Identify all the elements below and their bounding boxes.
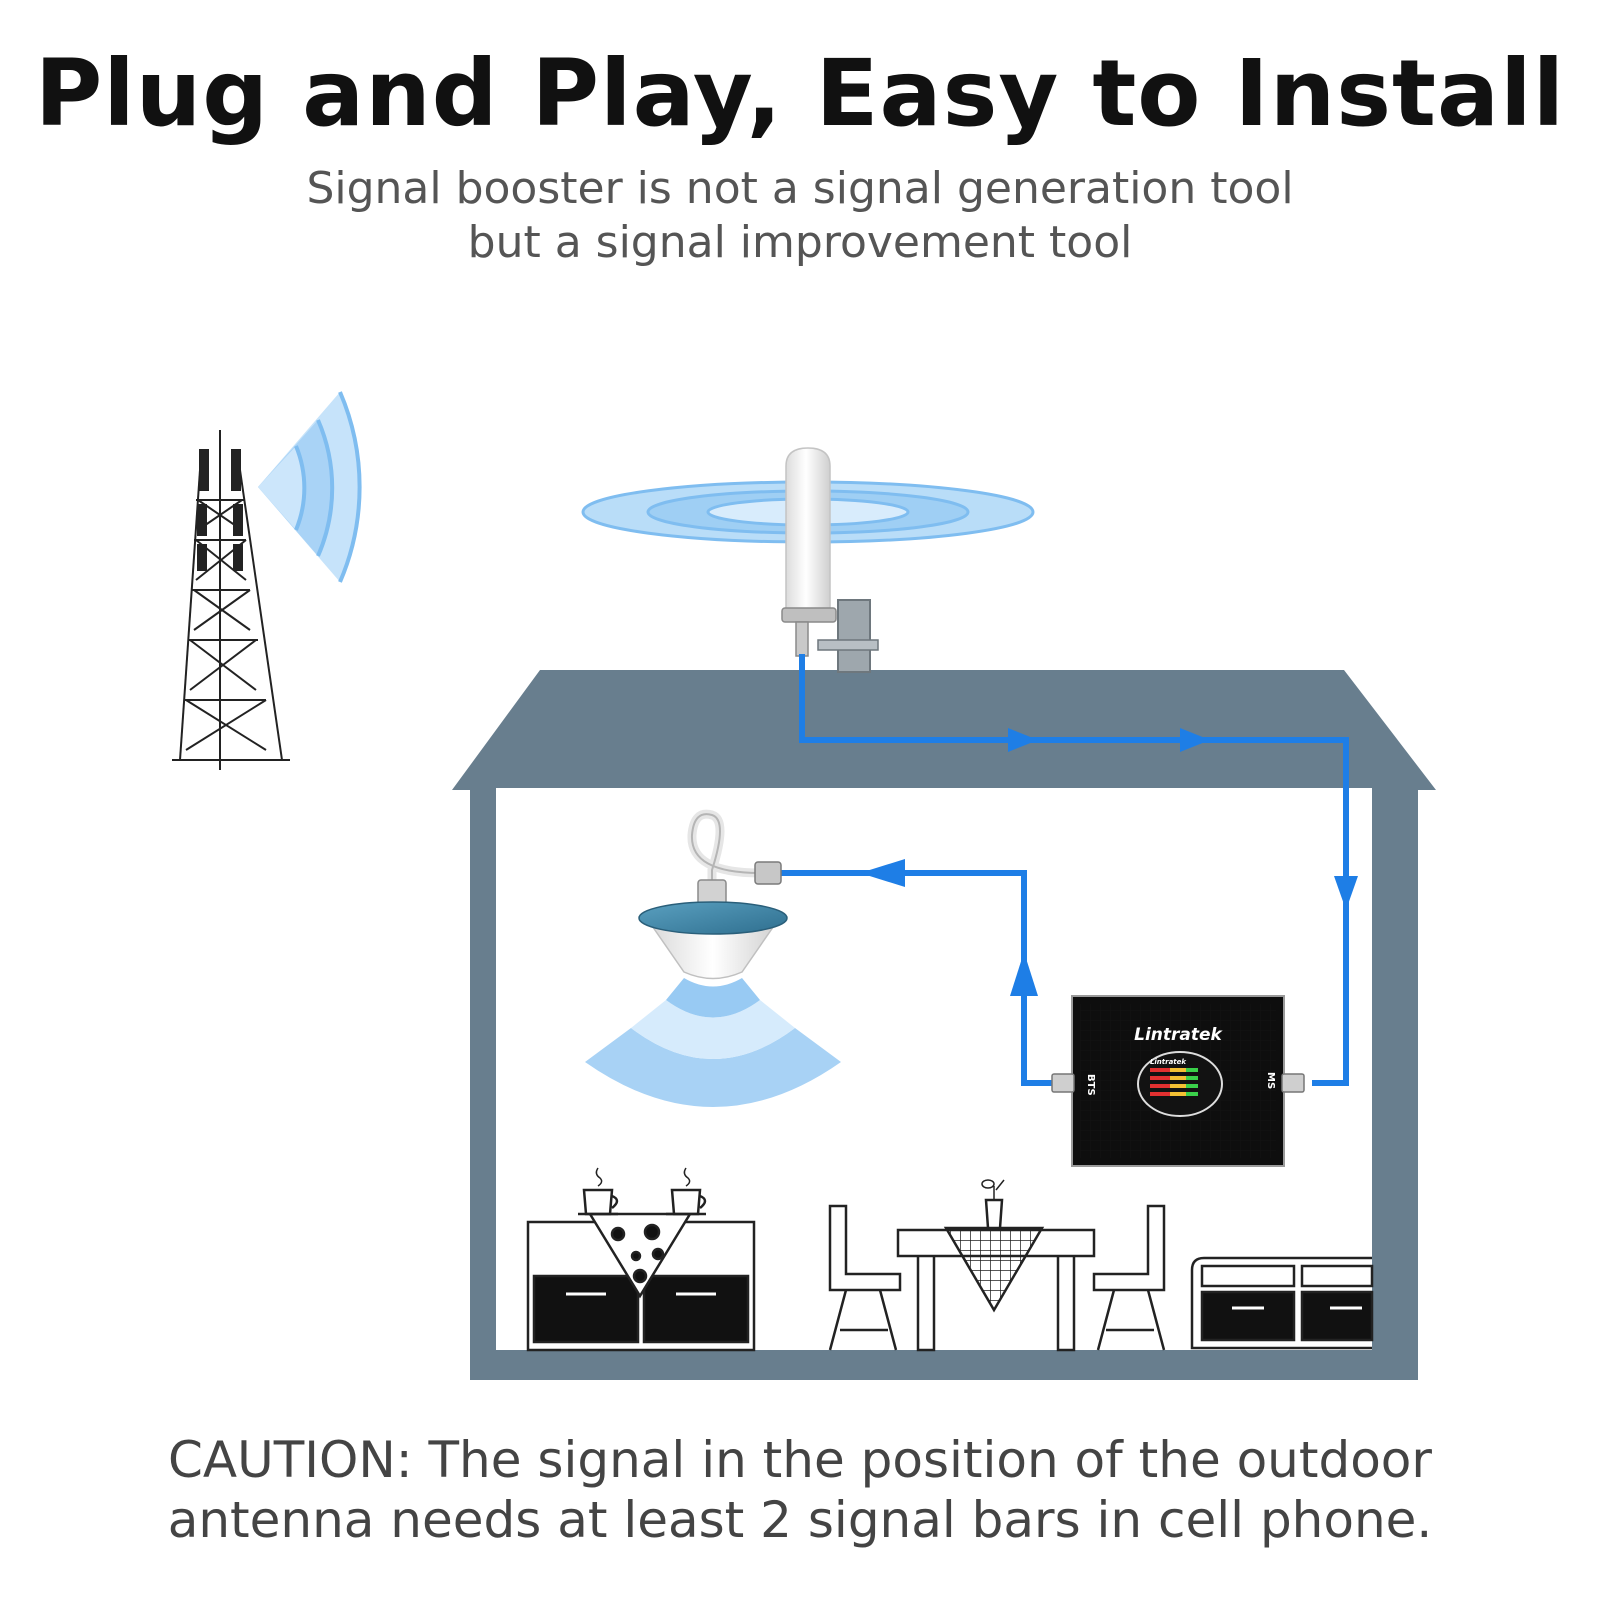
bts-connector-icon (1051, 1073, 1075, 1093)
caution-line-1: CAUTION: The signal in the position of t… (168, 1431, 1432, 1489)
booster-port-ms-label: MS (1265, 1072, 1276, 1089)
outdoor-omni-antenna-icon (781, 447, 879, 673)
caution-line-2: antenna needs at least 2 signal bars in … (167, 1491, 1433, 1549)
caution-note: CAUTION: The signal in the position of t… (0, 1430, 1600, 1550)
tower-signal-waves-icon (258, 391, 362, 583)
tv-cabinet-icon (1190, 1256, 1374, 1350)
arrow-down-icon (1334, 876, 1358, 910)
indoor-antenna-waves-icon (585, 978, 841, 1107)
dining-table-icon (828, 1179, 1166, 1352)
indoor-ceiling-antenna-icon (638, 809, 788, 980)
arrow-right-icon (1008, 728, 1038, 752)
booster-display-brand: Lintratek (1150, 1058, 1187, 1066)
booster-port-bts-label: BTS (1085, 1074, 1096, 1096)
arrow-up-icon (1010, 952, 1038, 996)
subtitle-line-2: but a signal improvement tool (467, 217, 1133, 268)
booster-brand-logo: Lintratek (1134, 1025, 1223, 1045)
subtitle-line-1: Signal booster is not a signal generatio… (306, 163, 1294, 214)
page-title: Plug and Play, Easy to Install (34, 40, 1566, 147)
arrow-left-icon (860, 859, 905, 887)
signal-flow-arrows (860, 728, 1358, 996)
kitchen-cabinet-icon (526, 1167, 756, 1352)
ms-connector-icon (1281, 1073, 1305, 1093)
page-subtitle: Signal booster is not a signal generatio… (0, 162, 1600, 270)
cell-tower-icon (172, 430, 290, 770)
arrow-right-icon (1180, 728, 1210, 752)
signal-booster-unit: Lintratek Lintratek BTS MS (1051, 995, 1305, 1167)
booster-led-bars (1150, 1068, 1198, 1096)
